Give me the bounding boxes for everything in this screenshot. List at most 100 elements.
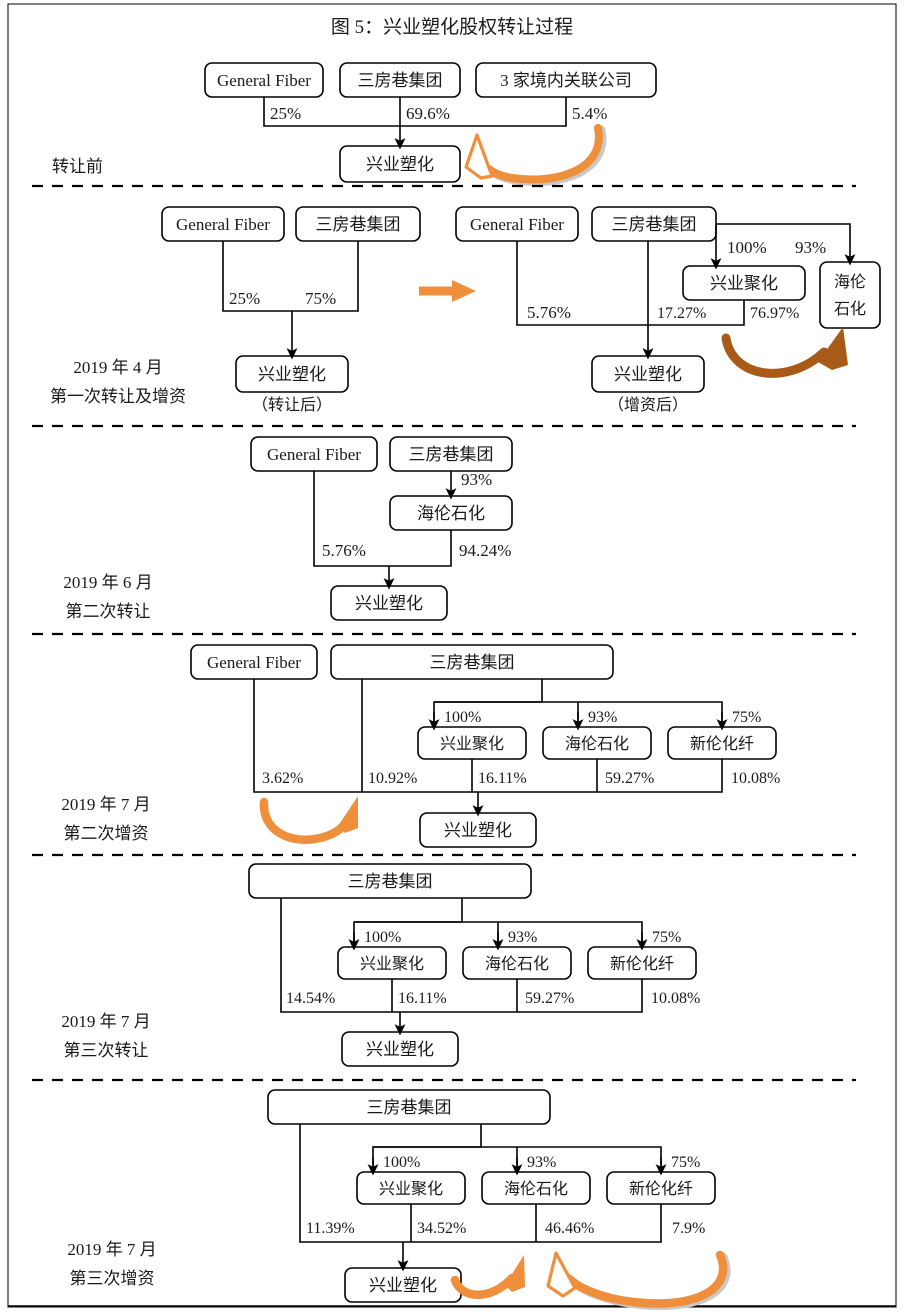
node-label-sanfangxiang-6: 三房巷集团 xyxy=(367,1098,452,1117)
stage-label-3-line1: 2019 年 6 月 xyxy=(63,573,152,592)
node-label-hailun-shihua-4: 海伦石化 xyxy=(565,735,629,753)
pct-3-62-4: 3.62% xyxy=(262,770,303,787)
page-frame xyxy=(7,3,897,1308)
node-label-xingye-suhua-4: 兴业塑化 xyxy=(444,821,512,840)
node-label-hailun-shihua-3: 海伦石化 xyxy=(417,504,485,523)
stage-label-3-line2: 第二次转让 xyxy=(66,602,151,621)
pct-69-6: 69.6% xyxy=(406,104,450,123)
node-label-sanfangxiang: 三房巷集团 xyxy=(358,71,443,90)
node-label-hailun-shihua-2b-line2: 石化 xyxy=(834,300,866,318)
edge-xinlun-suhua-5 xyxy=(400,979,643,1013)
edge-gf-suhua-2b xyxy=(516,241,648,326)
stage-label-1: 转让前 xyxy=(52,157,103,176)
edge-gf-to-suhua xyxy=(263,97,400,127)
pct-75-2a: 75% xyxy=(305,289,336,308)
section-second-capital-increase: General Fiber 三房巷集团 兴业聚化 海伦石化 新伦化纤 兴业塑化 … xyxy=(32,644,856,857)
node-sanfangxiang-6[interactable] xyxy=(267,1089,551,1125)
curved-arrow-orange-s1 xyxy=(464,124,607,187)
curved-arrow-orange-s6-right xyxy=(546,1250,731,1310)
section-third-transfer: 三房巷集团 兴业聚化 海伦石化 新伦化纤 兴业塑化 100% 93% 75% 1… xyxy=(32,863,856,1082)
pct-5-4: 5.4% xyxy=(572,104,607,123)
node-label-hailun-shihua-2b-line1: 海伦 xyxy=(834,273,866,291)
node-label-xinlun-huaxian-6: 新伦化纤 xyxy=(629,1180,693,1198)
pct-14-54-5: 14.54% xyxy=(286,990,335,1007)
edge-gf-suhua-4 xyxy=(253,679,478,793)
edge-juhua-suhua-2b xyxy=(648,300,745,326)
pct-59-27-4: 59.27% xyxy=(605,770,654,787)
stage-label-2-line2: 第一次转让及增资 xyxy=(50,387,186,406)
straight-arrow-orange-s2 xyxy=(419,280,476,302)
pct-10-92-4: 10.92% xyxy=(368,770,417,787)
node-label-hailun-shihua-5: 海伦石化 xyxy=(485,955,549,973)
caption-after-capital-increase: （增资后） xyxy=(608,396,688,414)
node-hailun-shihua-2b[interactable] xyxy=(819,261,881,329)
pct-46-46-6: 46.46% xyxy=(545,1220,594,1237)
edge-xinlun-suhua-6 xyxy=(403,1204,662,1243)
stage-label-2-line1: 2019 年 4 月 xyxy=(73,358,162,377)
pct-100-4: 100% xyxy=(444,709,481,726)
pct-11-39-6: 11.39% xyxy=(306,1220,355,1237)
node-label-xingye-suhua-5: 兴业塑化 xyxy=(366,1040,434,1059)
pct-100-2b: 100% xyxy=(727,238,767,257)
pct-17-27-2b: 17.27% xyxy=(657,305,706,322)
node-label-xingye-suhua-2a: 兴业塑化 xyxy=(258,365,326,384)
pct-75-6: 75% xyxy=(671,1154,700,1171)
pct-93-3: 93% xyxy=(461,470,492,489)
edge-gf-suhua-2a xyxy=(222,241,292,312)
pct-93-5: 93% xyxy=(508,929,537,946)
pct-10-08-5: 10.08% xyxy=(651,990,700,1007)
edge-xinlun-suhua-4 xyxy=(478,759,723,793)
stage-label-4-line1: 2019 年 7 月 xyxy=(61,795,150,814)
pct-5-76-2b: 5.76% xyxy=(527,303,571,322)
pct-34-52-6: 34.52% xyxy=(417,1220,466,1237)
node-label-general-fiber-4: General Fiber xyxy=(207,653,301,672)
pct-93-4: 93% xyxy=(588,709,617,726)
figure-title: 图 5：兴业塑化股权转让过程 xyxy=(331,16,573,38)
edge-hailun-suhua-3 xyxy=(389,530,452,567)
node-label-xingye-suhua-2b: 兴业塑化 xyxy=(614,365,682,384)
section-third-capital-increase: 三房巷集团 兴业聚化 海伦石化 新伦化纤 兴业塑化 100% 93% 75% 1… xyxy=(67,1089,731,1310)
stage-label-5-line2: 第三次转让 xyxy=(64,1041,149,1060)
pct-16-11-5: 16.11% xyxy=(398,990,447,1007)
node-label-xingye-juhua-2b: 兴业聚化 xyxy=(710,274,778,293)
pct-10-08-4: 10.08% xyxy=(731,770,780,787)
curved-arrow-orange-s4 xyxy=(259,796,358,844)
edge-sfx-suhua-2a xyxy=(292,241,359,312)
section-first-transfer: General Fiber 三房巷集团 兴业塑化 25% 75% （转让后） G… xyxy=(32,206,881,428)
node-label-xinlun-huaxian-4: 新伦化纤 xyxy=(690,735,754,753)
section-second-transfer: General Fiber 三房巷集团 海伦石化 兴业塑化 93% 5.76% … xyxy=(32,436,856,636)
stage-label-4-line2: 第二次增资 xyxy=(64,824,149,843)
node-sanfangxiang-5[interactable] xyxy=(248,863,532,899)
node-label-sanfangxiang-2a: 三房巷集团 xyxy=(316,215,401,234)
stage-label-6-line1: 2019 年 7 月 xyxy=(67,1240,156,1259)
node-label-general-fiber-2b: General Fiber xyxy=(470,215,564,234)
pct-100-6: 100% xyxy=(383,1154,420,1171)
node-label-xingye-juhua-6: 兴业聚化 xyxy=(379,1180,443,1198)
section-before-transfer: General Fiber 三房巷集团 3 家境内关联公司 兴业塑化 25% 6… xyxy=(32,62,856,188)
pct-5-76-3: 5.76% xyxy=(322,541,366,560)
pct-93-2b: 93% xyxy=(795,238,826,257)
node-label-xingye-suhua: 兴业塑化 xyxy=(366,155,434,174)
node-label-general-fiber-3: General Fiber xyxy=(267,445,361,464)
node-sanfangxiang-4[interactable] xyxy=(330,644,614,680)
node-label-sanfangxiang-3: 三房巷集团 xyxy=(409,445,494,464)
node-label-sanfangxiang-5: 三房巷集团 xyxy=(348,872,433,891)
curved-arrow-brown-s2 xyxy=(721,327,848,378)
edge-affiliates-to-suhua xyxy=(400,97,567,127)
node-label-sanfangxiang-2b: 三房巷集团 xyxy=(612,215,697,234)
node-label-xingye-suhua-6: 兴业塑化 xyxy=(369,1276,437,1295)
stage-label-6-line2: 第三次增资 xyxy=(70,1269,155,1288)
edge-sfx-suhua-5 xyxy=(280,898,400,1013)
edge-sfx-hailun-2b xyxy=(716,223,856,266)
node-label-xingye-juhua-4: 兴业聚化 xyxy=(440,735,504,753)
pct-75-4: 75% xyxy=(732,709,761,726)
edge-gf-suhua-3 xyxy=(313,471,389,567)
node-label-xingye-suhua-3: 兴业塑化 xyxy=(355,594,423,613)
node-label-hailun-shihua-6: 海伦石化 xyxy=(504,1180,568,1198)
node-label-general-fiber: General Fiber xyxy=(217,71,311,90)
curved-arrow-orange-s6-left xyxy=(450,1255,525,1299)
pct-7-9-6: 7.9% xyxy=(672,1220,705,1237)
pct-59-27-5: 59.27% xyxy=(525,990,574,1007)
edge-sfx-suhua-6 xyxy=(299,1124,403,1243)
